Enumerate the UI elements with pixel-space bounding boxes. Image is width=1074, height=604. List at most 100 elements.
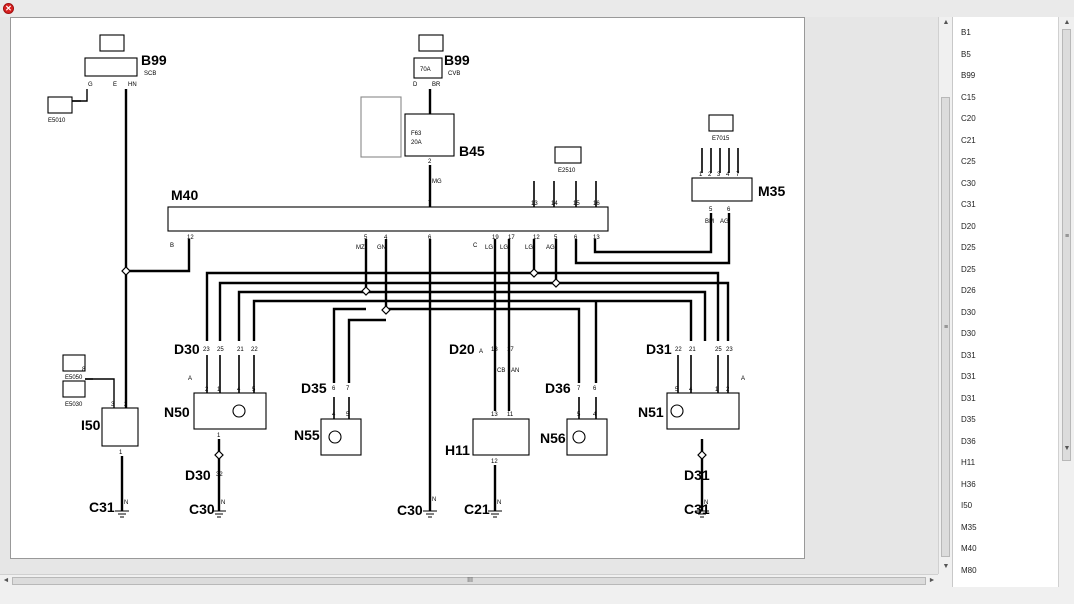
pin-number: 5 [346,412,350,418]
pin-number: 6 [332,386,336,392]
ground-symbols [115,510,709,518]
list-item[interactable]: I50 [961,501,973,510]
list-item[interactable]: D30 [961,329,976,338]
list-item[interactable]: C21 [961,135,976,145]
pin-number: 4 [726,172,730,178]
pin-number: 2 [205,387,209,393]
pin-number: 1 [217,433,221,439]
diagram-hscroll-thumb[interactable] [12,577,926,585]
list-item[interactable]: M35 [961,522,977,532]
wire-n-c30: N [221,500,225,506]
list-item[interactable]: D31 [961,372,976,381]
d20-label: D20 [449,341,475,357]
e5050-label: E5050 [65,375,83,381]
f63-label: F63 [411,131,422,137]
pin-number: 21 [689,347,696,353]
list-item[interactable]: D36 [961,436,976,446]
wire-lg-m40c: LG [525,245,533,251]
list-item[interactable]: C31 [961,200,976,209]
list-item[interactable]: M80 [961,565,977,575]
b45-label: B45 [459,143,485,159]
pin-number: 6 [428,235,432,241]
list-item[interactable]: H36 [961,479,976,489]
list-item[interactable]: D25 [961,243,976,252]
scb-label: SCB [144,71,156,77]
i50-label: I50 [81,417,101,433]
wiring-diagram[interactable]: B99 B99 B45 M40 M35 D30 D20 D31 D35 D36 … [10,17,805,559]
f63-amp-label: 20A [411,140,422,146]
pin-number: 8 [82,367,86,373]
c31-right-label: C31 [684,501,710,517]
scroll-down-icon[interactable]: ▼ [942,563,950,570]
list-item[interactable]: D20 [961,221,976,231]
pin-number: 5 [554,235,558,241]
pin-number: 5 [252,387,256,393]
scroll-up-icon[interactable]: ▲ [942,19,950,26]
c21-label: C21 [464,501,490,517]
close-icon[interactable]: ✕ [3,3,14,14]
pin-number: 7 [346,386,350,392]
pin-number: 23 [203,347,210,353]
m35-label: M35 [758,183,785,199]
wire-bm-m35: BM [705,219,714,225]
h11-label: H11 [445,442,470,458]
pin-number: 13 [531,201,538,207]
wire-mz-m40: MZ [356,245,365,251]
junction-dots [121,266,707,460]
pin-number: 5 [364,235,368,241]
n56-label: N56 [540,430,566,446]
pin-number: 15 [573,201,580,207]
conn-c-m40: C [473,243,478,249]
list-item[interactable]: C15 [961,92,976,102]
conn-a-d20: A [479,349,483,355]
d30-bottom-label: D30 [185,467,211,483]
list-scroll-down-icon[interactable]: ▼ [1063,445,1071,452]
list-item[interactable]: M40 [961,544,977,553]
diagram-horizontal-scrollbar[interactable]: ◄ III ► [0,574,938,588]
list-item[interactable]: B1 [961,28,971,37]
pin-number: 1 [699,172,703,178]
diagram-vscroll-thumb[interactable] [941,97,950,557]
pin-number: 3 [111,402,115,408]
list-item[interactable]: D30 [961,307,976,317]
e7015-label: E7015 [712,136,730,142]
list-item[interactable]: C30 [961,178,976,188]
pin-number: 14 [551,201,558,207]
scroll-left-icon[interactable]: ◄ [2,577,10,584]
wire-n-c31-right: N [704,500,708,506]
list-vscroll-thumb[interactable] [1062,29,1071,461]
list-scroll-up-icon[interactable]: ▲ [1063,19,1071,26]
list-item[interactable]: D35 [961,415,976,424]
list-vertical-scrollbar[interactable]: ▲ ≡ ▼ [1058,17,1074,587]
wire-group [52,89,739,511]
scroll-right-icon[interactable]: ► [928,577,936,584]
diagram-viewport[interactable]: B99 B99 B45 M40 M35 D30 D20 D31 D35 D36 … [0,17,938,574]
list-item[interactable]: D31 [961,350,976,360]
labels-layer: B99 B99 B45 M40 M35 D30 D20 D31 D35 D36 … [81,52,785,518]
list-item[interactable]: B5 [961,49,971,59]
pin-number: 1 [119,450,123,456]
list-item[interactable]: B99 [961,71,976,80]
wire-cb: CB [497,368,505,374]
pin-number: 4 [332,412,336,418]
e5010-label: E5010 [48,118,66,124]
pin-number: 7 [577,386,581,392]
cvb-label: CVB [448,71,460,77]
b99-right-label: B99 [444,52,470,68]
pin-number: 19 [492,235,499,241]
list-item[interactable]: D26 [961,286,976,295]
list-item[interactable]: C20 [961,114,976,123]
list-item[interactable]: C25 [961,157,976,166]
d36-label: D36 [545,380,571,396]
list-item[interactable]: H11 [961,458,976,467]
pin-number: 7 [428,201,432,207]
list-item[interactable]: D31 [961,393,976,403]
pin-number: 4 [384,235,388,241]
diagram-vertical-scrollbar[interactable]: ▲ ≡ ▼ [938,17,953,574]
pin-number: 5 [577,412,581,418]
pin-number: 6 [593,386,597,392]
list-item[interactable]: D25 [961,264,976,274]
pin-number: 12 [533,235,540,241]
c30-left-label: C30 [189,501,215,517]
